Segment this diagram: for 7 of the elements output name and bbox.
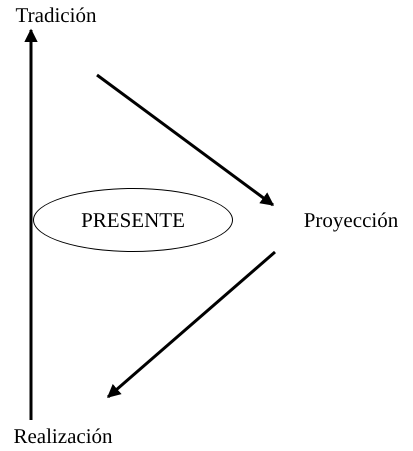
node-label: Tradición [6,2,106,28]
node-label: Realización [0,422,126,450]
node-label: Proyección [291,206,411,234]
arrow [24,28,38,420]
arrow [106,250,276,398]
ellipse-node: PRESENTE [33,188,233,252]
arrow [96,74,274,206]
